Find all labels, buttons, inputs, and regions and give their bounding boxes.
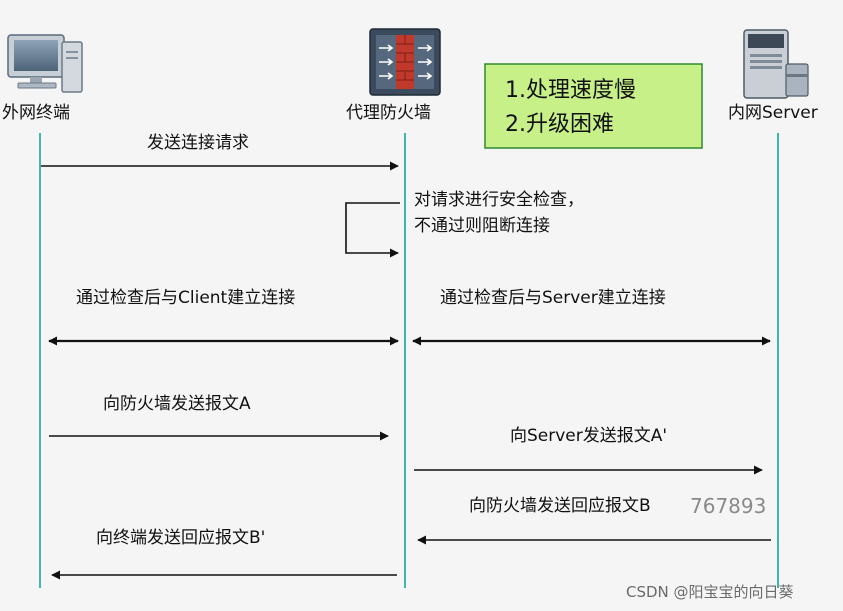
connect-request-label: 发送连接请求 xyxy=(147,133,249,153)
server-conn-label: 通过检查后与Server建立连接 xyxy=(440,288,666,308)
security-check-label-2: 不通过则阻断连接 xyxy=(414,216,550,236)
send-a-label: 向防火墙发送报文A xyxy=(103,394,251,414)
security-check-label-1: 对请求进行安全检查， xyxy=(414,190,584,210)
watermark-text: 767893 xyxy=(690,494,766,518)
reply-b-prime-label: 向终端发送回应报文B' xyxy=(96,528,265,548)
firewall-label: 代理防火墙 xyxy=(346,103,431,123)
reply-b-label: 向防火墙发送回应报文B xyxy=(469,496,651,516)
firewall-icon xyxy=(369,28,441,96)
server-label: 内网Server xyxy=(728,103,818,123)
note-line-2: 2.升级困难 xyxy=(505,112,614,137)
client-conn-label: 通过检查后与Client建立连接 xyxy=(76,288,295,308)
note-line-1: 1.处理速度慢 xyxy=(505,78,636,103)
server-icon xyxy=(743,29,809,99)
send-a-prime-label: 向Server发送报文A' xyxy=(510,426,667,446)
drawbacks-note: 1.处理速度慢 2.升级困难 xyxy=(484,63,703,149)
client-label: 外网终端 xyxy=(2,103,70,123)
security-check-arrow xyxy=(345,202,400,258)
credit-text: CSDN @阳宝宝的向日葵 xyxy=(626,583,794,601)
computer-icon xyxy=(7,34,83,93)
